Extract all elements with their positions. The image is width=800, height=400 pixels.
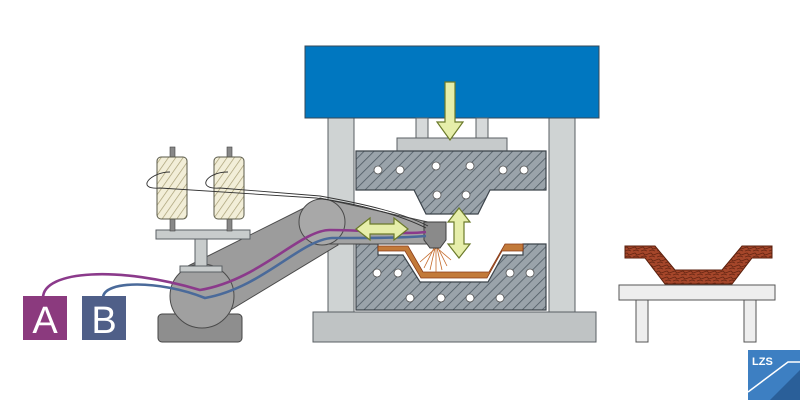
feed-line-b — [101, 234, 427, 300]
table-leg-left — [635, 299, 649, 343]
lower-mold-cooling-channels — [372, 268, 535, 303]
fiber-strands — [146, 171, 429, 229]
lower-mold — [355, 243, 547, 311]
fiber-layer — [377, 243, 524, 279]
component-b-box — [82, 296, 126, 340]
plunger-rod-right — [475, 117, 489, 141]
table-top — [618, 284, 776, 301]
lzs-logo: LZS — [747, 350, 800, 400]
plunger-rod-left — [415, 117, 429, 141]
press-base — [312, 311, 597, 343]
upper-mold-cooling-channels — [373, 161, 529, 200]
table-leg-right — [743, 299, 757, 343]
component-b-label: B — [91, 300, 116, 342]
finished-part — [624, 245, 773, 285]
spool-rack-post — [194, 238, 208, 270]
spool-rack-top — [155, 229, 251, 240]
fiber-spray — [419, 247, 452, 272]
down-arrow-icon — [435, 81, 465, 142]
platen — [396, 137, 508, 152]
component-a-label: A — [32, 300, 58, 342]
double-arrow-horizontal-icon — [355, 216, 409, 242]
double-arrow-vertical-icon — [446, 207, 472, 259]
spool-rack-foot — [179, 265, 223, 273]
mixhead — [423, 221, 447, 249]
logo-text: LZS — [752, 356, 773, 368]
upper-mold — [355, 150, 547, 215]
component-a-box — [23, 296, 67, 340]
press-column-right — [548, 117, 576, 313]
